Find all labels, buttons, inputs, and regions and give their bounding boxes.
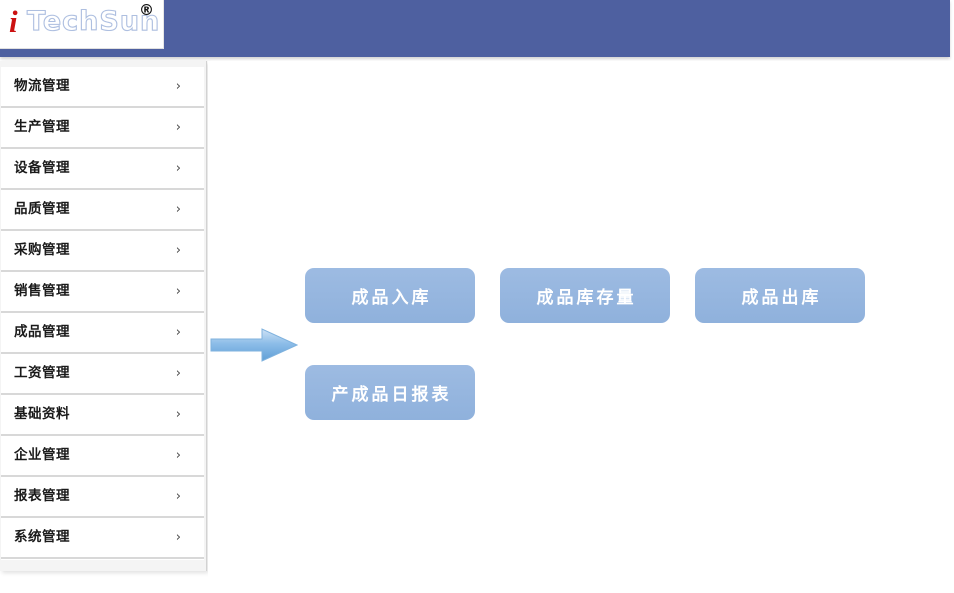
sidebar-item-label: 采购管理	[14, 242, 70, 258]
brand-logo[interactable]: i TechSun ®	[0, 0, 164, 49]
sidebar-item-chengpin[interactable]: 成品管理 ›	[1, 313, 204, 354]
sidebar-item-label: 系统管理	[14, 529, 70, 545]
tile-label: 成品入库	[351, 288, 432, 308]
chevron-right-icon: ›	[175, 530, 181, 545]
chevron-right-icon: ›	[175, 448, 181, 463]
right-arrow-icon	[210, 328, 298, 362]
main-content-area	[208, 61, 954, 593]
tile-button-finished-goods-inbound[interactable]: 成品入库	[305, 268, 475, 323]
tile-label: 成品库存量	[536, 288, 637, 308]
sidebar-item-label: 成品管理	[14, 324, 70, 340]
sidebar-item-qiye[interactable]: 企业管理 ›	[1, 436, 204, 477]
chevron-right-icon: ›	[175, 489, 181, 504]
sidebar-item-baobiao[interactable]: 报表管理 ›	[1, 477, 204, 518]
chevron-right-icon: ›	[175, 79, 181, 94]
sidebar-item-wuliu[interactable]: 物流管理 ›	[1, 67, 204, 108]
tile-label: 产成品日报表	[331, 385, 452, 405]
tile-button-daily-output-report[interactable]: 产成品日报表	[305, 365, 475, 420]
tile-label: 成品出库	[741, 288, 822, 308]
app-header: i TechSun ®	[0, 0, 954, 58]
sidebar-item-label: 企业管理	[14, 447, 70, 463]
sidebar-item-pinzhi[interactable]: 品质管理 ›	[1, 190, 204, 231]
chevron-right-icon: ›	[175, 243, 181, 258]
sidebar-item-label: 品质管理	[14, 201, 70, 217]
tile-button-finished-goods-outbound[interactable]: 成品出库	[695, 268, 865, 323]
brand-initial-letter: i	[9, 4, 18, 39]
chevron-right-icon: ›	[175, 366, 181, 381]
chevron-right-icon: ›	[175, 407, 181, 422]
sidebar-item-shebei[interactable]: 设备管理 ›	[1, 149, 204, 190]
sidebar-item-gongzi[interactable]: 工资管理 ›	[1, 354, 204, 395]
sidebar-item-label: 销售管理	[14, 283, 70, 299]
tile-button-finished-goods-stock[interactable]: 成品库存量	[500, 268, 670, 323]
sidebar-item-label: 基础资料	[14, 406, 70, 422]
sidebar-item-label: 生产管理	[14, 119, 70, 135]
sidebar-nav: 物流管理 › 生产管理 › 设备管理 › 品质管理 › 采购管理 › 销售管理 …	[0, 61, 207, 571]
sidebar-item-label: 物流管理	[14, 78, 70, 94]
chevron-right-icon: ›	[175, 120, 181, 135]
sidebar-item-xitong[interactable]: 系统管理 ›	[1, 518, 204, 559]
sidebar-item-label: 报表管理	[14, 488, 70, 504]
brand-name-text: TechSun	[26, 5, 161, 37]
chevron-right-icon: ›	[175, 284, 181, 299]
sidebar-item-label: 工资管理	[14, 365, 70, 381]
registered-trademark-icon: ®	[139, 1, 154, 19]
chevron-right-icon: ›	[175, 202, 181, 217]
chevron-right-icon: ›	[175, 161, 181, 176]
sidebar-item-xiaoshou[interactable]: 销售管理 ›	[1, 272, 204, 313]
sidebar-item-caigou[interactable]: 采购管理 ›	[1, 231, 204, 272]
chevron-right-icon: ›	[175, 325, 181, 340]
sidebar-item-jichuziliao[interactable]: 基础资料 ›	[1, 395, 204, 436]
sidebar-item-shengchan[interactable]: 生产管理 ›	[1, 108, 204, 149]
sidebar-item-label: 设备管理	[14, 160, 70, 176]
